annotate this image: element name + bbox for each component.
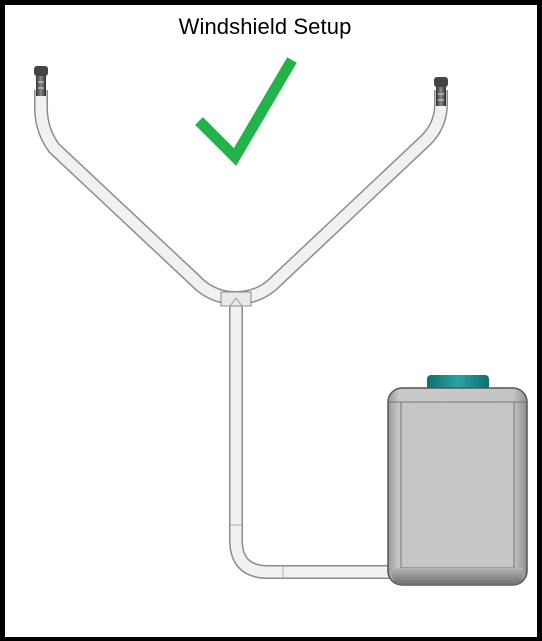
checkmark-icon — [195, 57, 297, 166]
right-nozzle — [434, 77, 448, 106]
washer-reservoir — [387, 375, 528, 586]
washer-hose — [34, 90, 448, 579]
reservoir-cap — [427, 375, 489, 391]
page-title: Windshield Setup — [178, 14, 352, 39]
y-connector — [220, 291, 252, 307]
left-nozzle — [34, 66, 48, 96]
